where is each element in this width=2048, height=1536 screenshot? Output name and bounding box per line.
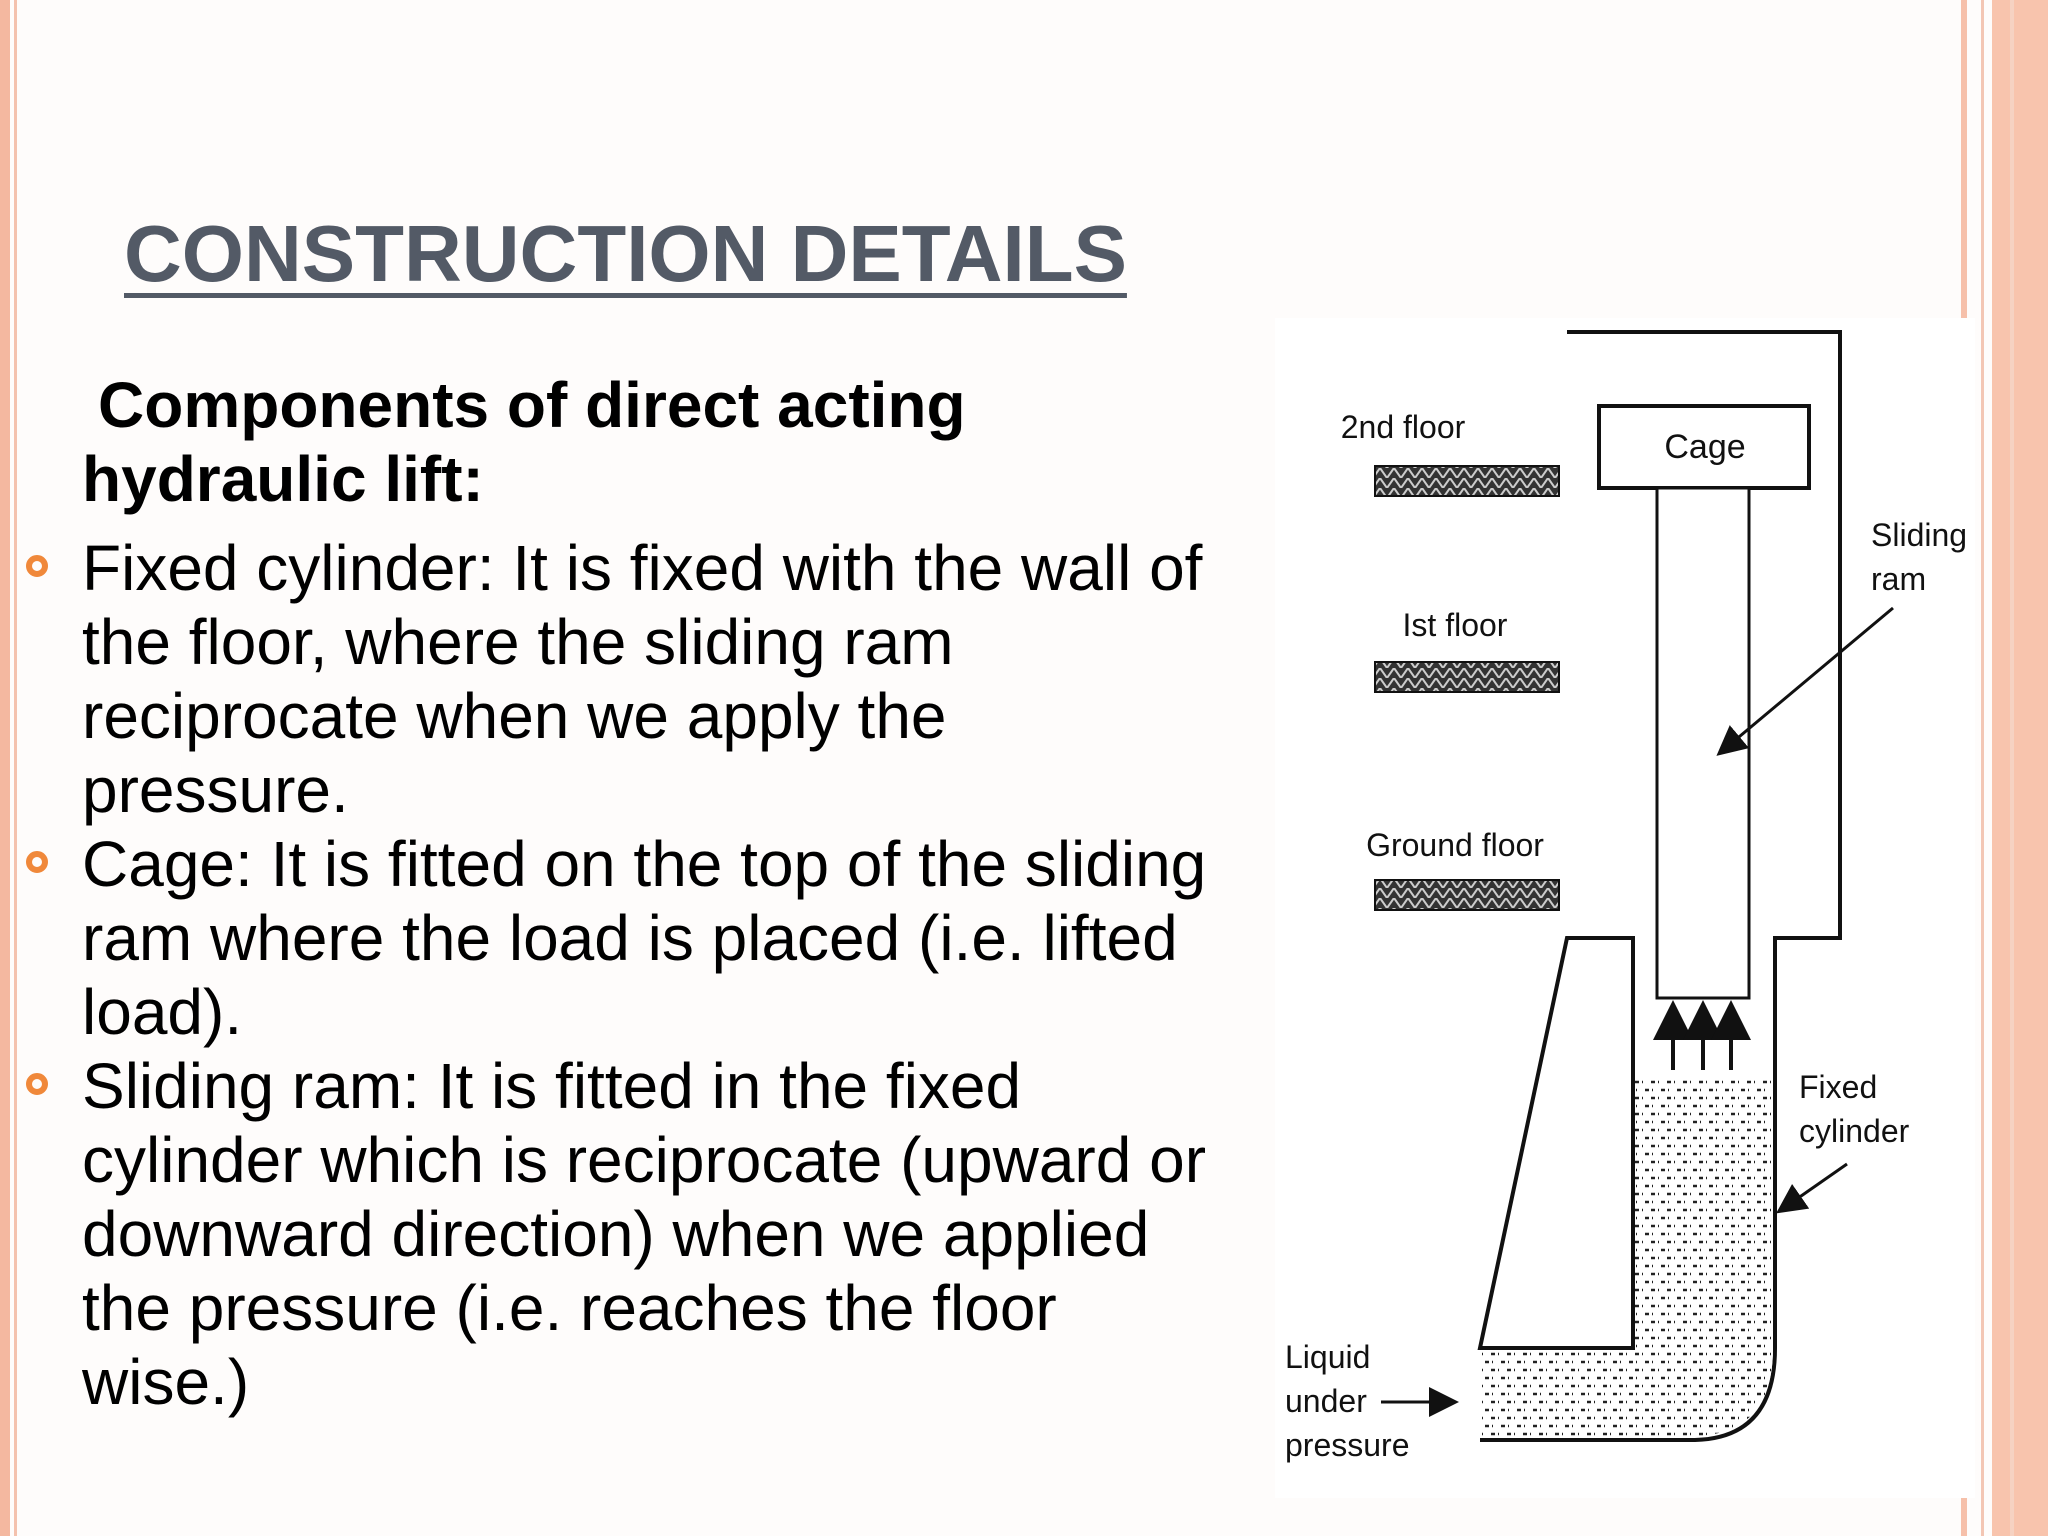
fixed-cylinder-pointer-arrow <box>1776 1162 1848 1214</box>
liquid-label-line2: under <box>1285 1383 1367 1419</box>
sliding-ram-label-line2: ram <box>1871 561 1926 597</box>
fixed-cylinder-label-line2: cylinder <box>1799 1113 1910 1149</box>
slide-title: CONSTRUCTION DETAILS <box>124 209 1127 298</box>
bullet-text: Cage: It is fitted on the top of the sli… <box>82 828 1207 1048</box>
fixed-cylinder-outline <box>1477 330 1842 1442</box>
slide-border-left-inner <box>14 0 17 1536</box>
cage <box>1597 404 1811 490</box>
slide-border-right-stripe <box>2010 0 2014 1536</box>
floor-2-label: 2nd floor <box>1341 409 1466 445</box>
subheading: Components of direct acting hydraulic li… <box>82 369 966 515</box>
slide-border-left <box>0 0 10 1536</box>
sliding-ram-label-line1: Sliding <box>1871 517 1967 553</box>
bullet-circle-icon <box>26 1073 48 1095</box>
bullet-cage: Cage: It is fitted on the top of the sli… <box>0 827 1230 1049</box>
bullet-fixed-cylinder: Fixed cylinder: It is fixed with the wal… <box>0 531 1230 827</box>
bullet-text: Fixed cylinder: It is fixed with the wal… <box>82 532 1203 826</box>
floor-1-slab <box>1374 661 1560 693</box>
slide-border-right-line <box>1981 0 1984 1536</box>
bullet-sliding-ram: Sliding ram: It is fitted in the fixed c… <box>0 1049 1230 1419</box>
cage-label: Cage <box>1664 428 1745 466</box>
floor-1-label: Ist floor <box>1403 607 1508 643</box>
ground-floor-slab <box>1374 879 1560 911</box>
ground-floor-label: Ground floor <box>1366 827 1544 863</box>
sliding-ram <box>1655 486 1751 1000</box>
bullet-list: Fixed cylinder: It is fixed with the wal… <box>0 531 1230 1419</box>
floor-2-slab <box>1374 465 1560 497</box>
hydraulic-lift-diagram: Cage 2nd floor Ist floor Ground floor Sl… <box>1275 318 1975 1498</box>
bullet-circle-icon <box>26 851 48 873</box>
sliding-ram-pointer-arrow <box>1716 606 1894 756</box>
liquid-fill <box>1482 1078 1773 1436</box>
bullet-text: Sliding ram: It is fitted in the fixed c… <box>82 1050 1206 1418</box>
fixed-cylinder-label-line1: Fixed <box>1799 1069 1877 1105</box>
liquid-label-line1: Liquid <box>1285 1339 1370 1375</box>
slide-border-right-band <box>1992 0 2048 1536</box>
liquid-label-line3: pressure <box>1285 1427 1410 1463</box>
bullet-circle-icon <box>26 555 48 577</box>
